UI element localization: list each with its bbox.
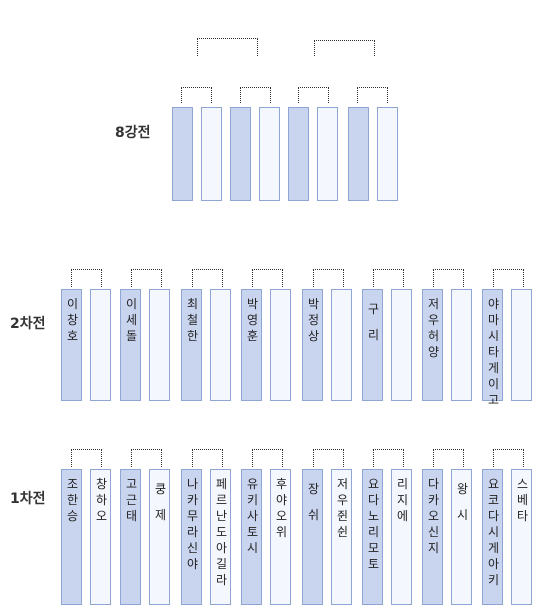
qf-slot (172, 107, 193, 201)
bracket-connector (197, 38, 258, 56)
round1-slot: 저우쥔쉰 (331, 469, 352, 605)
player-name: 저우쥔쉰 (337, 477, 349, 539)
bracket-connector (252, 269, 283, 287)
round2-slot: 이창호 (61, 289, 82, 401)
round-label-round1: 1차전 (10, 491, 46, 507)
bracket-connector (433, 449, 464, 467)
round2-slot (451, 289, 472, 401)
qf-slot (201, 107, 222, 201)
bracket-connector (313, 449, 344, 467)
player-name: 유키사토시 (247, 477, 259, 555)
qf-slot (288, 107, 309, 201)
round2-slot (149, 289, 170, 401)
round1-slot: 왕시 (451, 469, 472, 605)
round2-slot: 이세돌 (120, 289, 141, 401)
bracket-connector (252, 449, 283, 467)
round1-slot: 후야오위 (270, 469, 291, 605)
round1-slot: 다카오신지 (422, 469, 443, 605)
round1-slot: 스베타 (511, 469, 532, 605)
round2-slot (210, 289, 231, 401)
player-name: 조한승 (67, 477, 79, 523)
bracket-connector (314, 40, 375, 56)
player-name: 박정상 (308, 297, 320, 343)
qf-slot (377, 107, 398, 201)
bracket-connector (313, 269, 344, 287)
player-name: 요코다시게아키 (488, 477, 500, 587)
bracket-connector (71, 269, 102, 287)
round2-slot: 저우허양 (422, 289, 443, 401)
qf-slot (230, 107, 251, 201)
player-name: 리지에 (397, 477, 409, 523)
round2-slot (511, 289, 532, 401)
player-name: 최철한 (187, 297, 199, 343)
round2-slot (391, 289, 412, 401)
player-name: 요다노리모토 (368, 477, 380, 571)
bracket-connector (357, 87, 388, 103)
qf-slot (317, 107, 338, 201)
bracket-connector (71, 449, 102, 467)
round1-slot: 고근태 (120, 469, 141, 605)
player-name: 이세돌 (126, 297, 138, 343)
round2-slot (270, 289, 291, 401)
player-name: 야마시타게이고 (488, 297, 500, 407)
round1-slot: 요코다시게아키 (482, 469, 503, 605)
player-name: 페르난도아길라 (216, 477, 228, 587)
bracket-connector (181, 87, 212, 103)
player-name: 다카오신지 (428, 477, 440, 555)
player-name: 박영훈 (247, 297, 259, 343)
round1-slot: 리지에 (391, 469, 412, 605)
bracket-connector (493, 269, 524, 287)
player-name: 이창호 (67, 297, 79, 343)
bracket-connector (131, 269, 162, 287)
round2-slot: 구리 (362, 289, 383, 401)
bracket-connector (433, 269, 464, 287)
round1-slot: 장쉬 (302, 469, 323, 605)
round2-slot (90, 289, 111, 401)
player-name: 후야오위 (276, 477, 288, 539)
round1-slot: 나카무라신야 (181, 469, 202, 605)
round-label-quarterfinal: 8강전 (115, 125, 151, 141)
player-name: 구리 (368, 302, 380, 342)
round2-slot (331, 289, 352, 401)
player-name: 왕시 (457, 482, 469, 522)
bracket-connector (373, 269, 404, 287)
player-name: 저우허양 (428, 297, 440, 359)
round2-slot: 야마시타게이고 (482, 289, 503, 407)
round1-slot: 페르난도아길라 (210, 469, 231, 605)
player-name: 스베타 (517, 477, 529, 523)
round1-slot: 조한승 (61, 469, 82, 605)
bracket-connector (493, 449, 524, 467)
round-label-round2: 2차전 (10, 316, 46, 332)
player-name: 장쉬 (308, 482, 320, 522)
bracket-connector (192, 449, 223, 467)
round1-slot: 유키사토시 (241, 469, 262, 605)
round2-slot: 박정상 (302, 289, 323, 401)
round1-slot: 요다노리모토 (362, 469, 383, 605)
player-name: 창하오 (96, 477, 108, 523)
player-name: 나카무라신야 (187, 477, 199, 571)
bracket-connector (240, 87, 271, 103)
bracket-connector (298, 87, 329, 103)
bracket-connector (131, 449, 162, 467)
round1-slot: 쿵제 (149, 469, 170, 605)
player-name: 고근태 (126, 477, 138, 523)
qf-slot (259, 107, 280, 201)
round1-slot: 창하오 (90, 469, 111, 605)
round2-slot: 박영훈 (241, 289, 262, 401)
bracket-connector (192, 269, 223, 287)
player-name: 쿵제 (155, 482, 167, 522)
round2-slot: 최철한 (181, 289, 202, 401)
qf-slot (348, 107, 369, 201)
bracket-connector (373, 449, 404, 467)
